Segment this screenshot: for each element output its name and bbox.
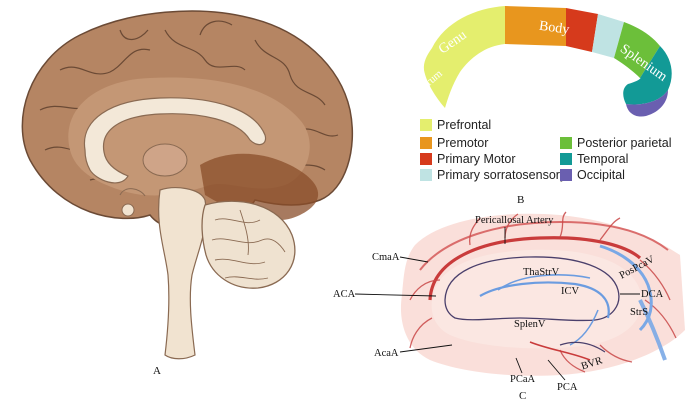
label-pericallosal-artery: Pericallosal Artery <box>475 215 554 226</box>
leader-acaa <box>399 344 453 353</box>
thalamostriate-vein <box>497 274 591 291</box>
pericallosal-artery <box>428 236 642 301</box>
optic-chiasm <box>119 188 146 197</box>
brainstem <box>158 187 207 360</box>
straight-sinus <box>638 299 667 361</box>
label-thastrv: ThaStrV <box>523 267 560 278</box>
cc-segment-primary-somatosensory <box>592 14 624 58</box>
legend-label-premotor: Premotor <box>437 136 488 150</box>
panel-b-corpus-callosum: Genu Rostrum Body Splenium Prefrontal Pr… <box>408 6 672 206</box>
legend-label-occipital: Occipital <box>577 168 625 182</box>
posterior-cerebral-artery <box>529 341 591 361</box>
leader-pca <box>547 359 566 381</box>
pituitary <box>121 203 135 217</box>
label-icv: ICV <box>561 286 580 297</box>
legend-swatch-temporal <box>560 153 572 165</box>
leader-pcaa <box>515 357 523 374</box>
cc-segment-primary-motor <box>566 8 598 52</box>
panel-b-label: B <box>517 194 524 206</box>
panel-c-vascular: Pericallosal Artery CmaA ACA AcaA ThaStr… <box>333 211 685 402</box>
cc-segment-prefrontal <box>423 6 505 108</box>
legend-swatch-premotor <box>420 137 432 149</box>
panel-a-brain-illustration: A <box>21 10 354 377</box>
legend-label-prefrontal: Prefrontal <box>437 118 491 132</box>
legend-label-primary-somatosensory: Primary sorratosensory <box>437 168 567 182</box>
legend-swatch-posterior-parietal <box>560 137 572 149</box>
legend: Prefrontal Premotor Primary Motor Primar… <box>420 118 672 182</box>
cc-segment-posterior-parietal <box>614 22 660 78</box>
cc-segment-premotor <box>505 6 566 46</box>
thalamus <box>142 143 188 177</box>
legend-label-primary-motor: Primary Motor <box>437 152 515 166</box>
label-aca: ACA <box>333 289 356 300</box>
legend-swatch-primary-motor <box>420 153 432 165</box>
label-acaa: AcaA <box>374 348 399 359</box>
legend-swatch-occipital <box>560 169 572 181</box>
cerebellum-folia <box>211 209 286 280</box>
cc-label-body: Body <box>538 19 570 38</box>
leader-aca <box>354 293 437 297</box>
label-pcaa: PCaA <box>510 374 536 385</box>
label-cmaa: CmaA <box>372 252 400 263</box>
label-splenv: SplenV <box>514 319 546 330</box>
label-pca: PCA <box>557 382 578 393</box>
cc-segment-temporal <box>623 46 672 105</box>
leader-cmaa <box>399 256 429 263</box>
panel-c-label: C <box>519 390 526 402</box>
legend-label-posterior-parietal: Posterior parietal <box>577 136 672 150</box>
corpus-callosum-a <box>83 97 267 184</box>
panel-a-label: A <box>153 365 161 377</box>
callosomarginal-artery <box>419 220 669 271</box>
cc-segment-occipital <box>626 90 668 117</box>
splenial-vein <box>569 309 599 346</box>
callosal-outline <box>444 256 620 322</box>
legend-label-temporal: Temporal <box>577 152 628 166</box>
basal-vein-rosenthal <box>559 341 606 353</box>
label-dca: DCA <box>641 289 664 300</box>
label-strs: StrS <box>630 307 648 318</box>
legend-swatch-prefrontal <box>420 119 432 131</box>
legend-swatch-primary-somatosensory <box>420 169 432 181</box>
tissue-inner <box>431 249 642 349</box>
